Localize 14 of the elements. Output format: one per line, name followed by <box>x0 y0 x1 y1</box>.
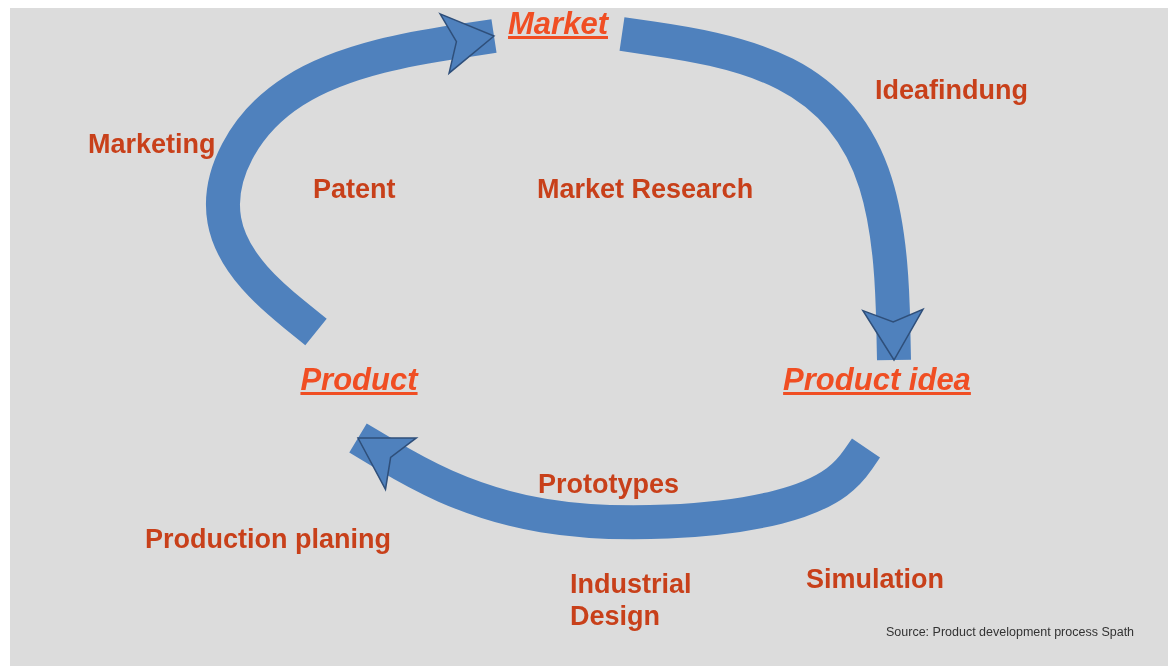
step-label: Production planing <box>145 523 391 556</box>
stage-title: Product idea <box>766 362 988 408</box>
step-label: Marketing <box>88 128 216 161</box>
step-label: Simulation <box>806 563 944 596</box>
step-label: Market Research <box>537 173 754 206</box>
curved-block-arrow <box>206 13 497 346</box>
stage-title: Market <box>498 6 618 50</box>
curved-block-arrow <box>619 17 924 361</box>
stage-title: Product <box>286 362 432 408</box>
step-label: Industrial Design <box>570 568 693 633</box>
source-note: Source: Product development process Spath <box>886 624 1136 641</box>
step-label: Prototypes <box>538 468 680 501</box>
step-label: Ideafindung <box>875 74 1028 107</box>
step-label: Patent <box>313 173 396 206</box>
